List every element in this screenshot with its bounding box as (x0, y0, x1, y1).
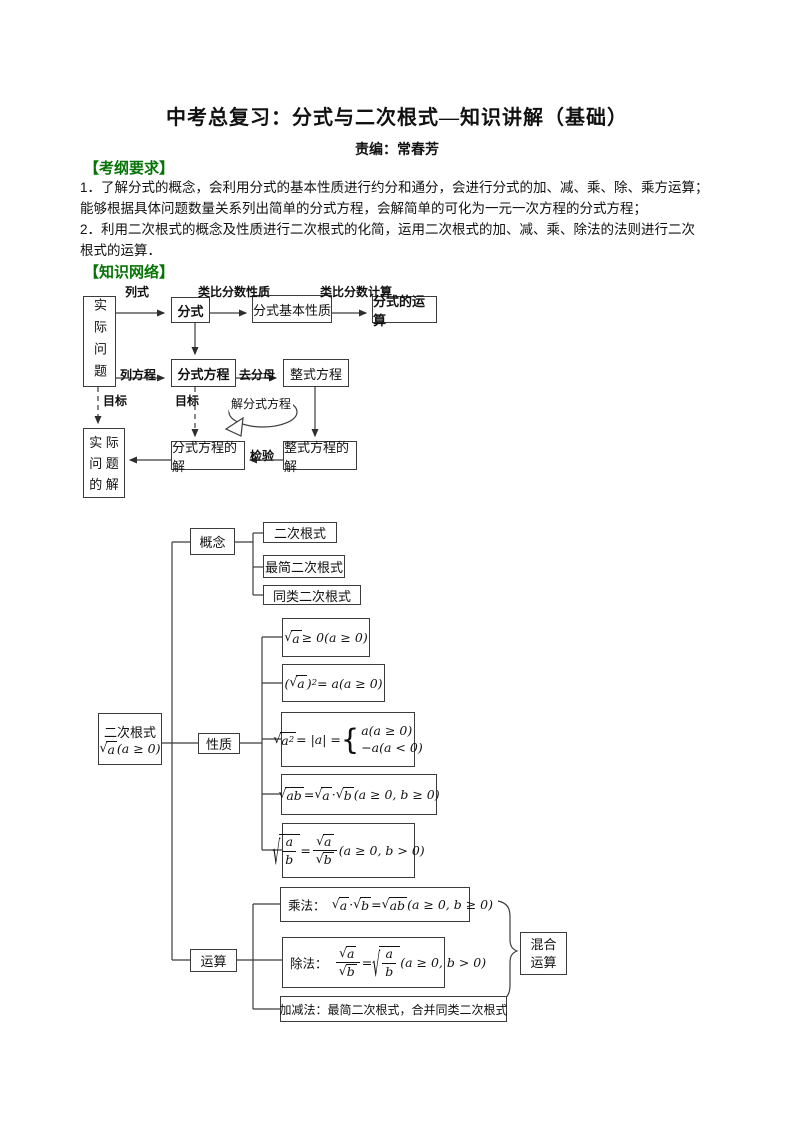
box-concept-simplest-radical: 最简二次根式 (263, 555, 345, 578)
property-formula-1: √a ≥ 0(a ≥ 0) (284, 628, 368, 646)
box-concept-similar-radical: 同类二次根式 (263, 585, 361, 605)
page-title: 中考总复习：分式与二次根式—知识讲解（基础） (166, 107, 628, 129)
arrow-label-check: 检验 (250, 449, 275, 463)
requirement-line-4: 根式的运算． (80, 243, 161, 258)
box-radical-root-formula: √a(a ≥ 0) (99, 739, 161, 757)
arrow-label-remove-denominator: 去分母 (239, 368, 276, 382)
box-concept-radical: 二次根式 (263, 522, 337, 543)
requirement-line-3: 2．利用二次根式的概念及性质进行二次根式的化简，运用二次根式的加、减、乘、除法的… (80, 222, 696, 237)
arrow-label-analogy-property: 类比分数性质 (198, 285, 271, 299)
box-actual-problem: 实际问题 (83, 296, 116, 387)
requirement-line-1: 1．了解分式的概念，会利用分式的基本性质进行约分和通分，会进行分式的加、减、乘、… (80, 180, 709, 195)
box-actual-problem-solution-label: 实 际 问 题 的 解 (89, 434, 119, 492)
box-radical-root: 二次根式 √a(a ≥ 0) (98, 713, 162, 765)
box-radical-root-label: 二次根式 (103, 724, 156, 740)
box-fraction-operation: 分式的运算 (372, 294, 437, 328)
editor-line: 责编：常春芳 (355, 141, 439, 157)
arrow-label-lie-equation: 列方程 (120, 368, 157, 382)
operation-formula-multiply: 乘法： √a · √b = √ab(a ≥ 0, b ≥ 0) (288, 895, 493, 913)
box-operation: 运算 (190, 949, 237, 972)
box-operation-multiply: 乘法： √a · √b = √ab(a ≥ 0, b ≥ 0) (280, 887, 493, 922)
property-formula-2: (√a)2 = a(a ≥ 0) (284, 674, 383, 691)
box-fraction: 分式 (171, 297, 210, 323)
box-actual-problem-solution: 实 际 问 题 的 解 (83, 428, 125, 498)
box-mixed-operation: 混合 运算 (520, 932, 567, 975)
box-actual-problem-label: 实际问题 (92, 297, 107, 386)
box-fraction-equation: 分式方程 (171, 359, 236, 387)
box-operation-addsub: 加减法：最简二次根式，合并同类二次根式 (279, 996, 508, 1022)
box-property: 性质 (198, 733, 240, 754)
box-fraction-basic-property: 分式基本性质 (252, 295, 332, 323)
box-property-2: (√a)2 = a(a ≥ 0) (282, 664, 385, 702)
box-fraction-equation-solution: 分式方程的解 (171, 440, 245, 474)
operation-formula-addsub: 加减法：最简二次根式，合并同类二次根式 (279, 1002, 508, 1017)
property-formula-4: √ab = √a · √b(a ≥ 0, b ≥ 0) (278, 785, 440, 803)
arrow-label-goal-1: 目标 (103, 394, 128, 408)
fraction-flowchart: 实际问题 分式 分式基本性质 分式的运算 分式方程 整式方程 实 际 问 题 的… (0, 283, 520, 505)
radical-tree-diagram: 二次根式 √a(a ≥ 0) 概念 二次根式 最简二次根式 同类二次根式 性质 … (0, 515, 600, 1045)
arrow-label-lieshi: 列式 (125, 285, 150, 299)
box-mixed-operation-label: 混合 运算 (530, 936, 557, 970)
arrow-label-goal-2: 目标 (175, 394, 200, 408)
radical-tree-lines (162, 532, 519, 1010)
section-zhishi-header: 【知识网络】 (84, 264, 175, 281)
box-concept: 概念 (190, 528, 235, 555)
section-kaogang-header: 【考纲要求】 (84, 160, 175, 177)
box-property-1: √a ≥ 0(a ≥ 0) (282, 618, 370, 657)
box-integral-equation: 整式方程 (283, 359, 349, 387)
box-property-4: √ab = √a · √b(a ≥ 0, b ≥ 0) (278, 774, 440, 815)
requirement-line-2: 能够根据具体问题数量关系列出简单的分式方程，会解简单的可化为一元一次方程的分式方… (80, 201, 647, 216)
arrow-label-analogy-calculation: 类比分数计算 (320, 285, 393, 299)
box-integral-equation-solution: 整式方程的解 (283, 440, 357, 474)
fraction-flowchart-lines (94, 309, 368, 464)
arrow-label-solve-fraction-equation: 解分式方程 (229, 395, 294, 412)
